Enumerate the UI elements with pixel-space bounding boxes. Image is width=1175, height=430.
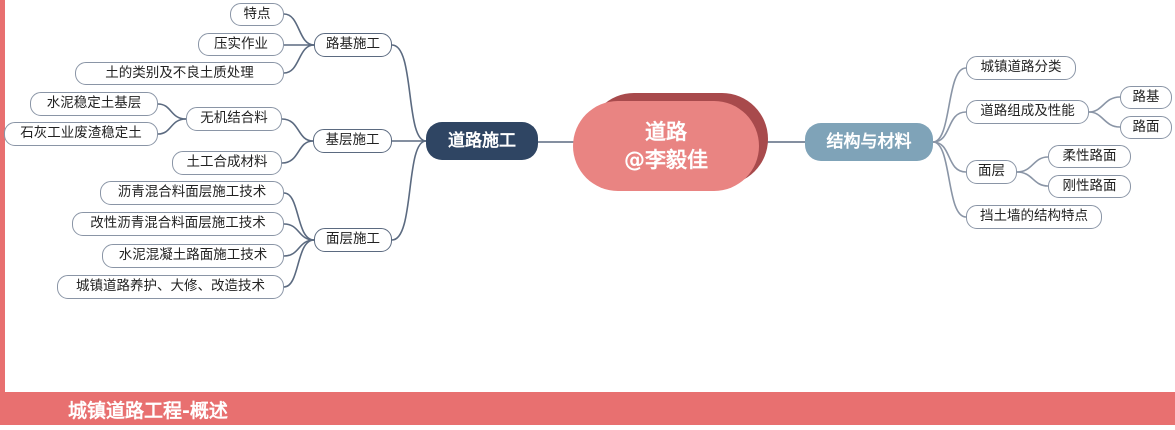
node-inorganic-binder: 无机结合料 xyxy=(186,107,282,131)
node-road-composition: 道路组成及性能 xyxy=(966,100,1089,124)
edge-left-roadbed xyxy=(391,44,427,142)
edge-surface-3 xyxy=(283,239,315,288)
leaf-cement-concrete: 水泥混凝土路面施工技术 xyxy=(102,244,284,268)
node-base: 基层施工 xyxy=(313,129,392,153)
edge-layer-0 xyxy=(1016,156,1049,173)
edge-right-1 xyxy=(932,111,967,143)
leaf-geosynthetics: 土工合成材料 xyxy=(172,151,282,175)
leaf-maintenance: 城镇道路养护、大修、改造技术 xyxy=(57,275,284,299)
footer-title: 城镇道路工程-概述 xyxy=(68,400,228,422)
center-title: 道路 xyxy=(645,120,687,144)
edge-base-0 xyxy=(281,118,314,142)
edge-surface-1 xyxy=(283,223,315,241)
edge-left-surface xyxy=(391,140,427,241)
left-accent-bar xyxy=(0,0,5,425)
node-surface-layer: 面层 xyxy=(966,160,1017,184)
edge-right-0 xyxy=(932,67,967,143)
edge-layer-1 xyxy=(1016,171,1049,187)
edge-right-2 xyxy=(932,141,967,173)
branch-structure-materials: 结构与材料 xyxy=(805,123,933,161)
leaf-flexible-pavement: 柔性路面 xyxy=(1048,145,1131,168)
leaf-soil-types: 土的类别及不良土质处理 xyxy=(75,62,284,85)
edge-right-3 xyxy=(932,141,967,218)
leaf-pavement: 路面 xyxy=(1120,116,1172,139)
branch-road-construction: 道路施工 xyxy=(426,122,538,160)
node-retaining-wall: 挡土墙的结构特点 xyxy=(966,205,1102,229)
leaf-cement-stabilized: 水泥稳定土基层 xyxy=(30,92,158,116)
leaf-modified-asphalt: 改性沥青混合料面层施工技术 xyxy=(72,212,284,236)
leaf-characteristics: 特点 xyxy=(230,3,284,26)
edge-roadbed-2 xyxy=(283,44,315,74)
edge-binder-1 xyxy=(157,118,187,135)
node-surface-construction: 面层施工 xyxy=(314,228,392,252)
center-node: 道路 @李毅佳 xyxy=(573,101,759,191)
node-roadbed: 路基施工 xyxy=(314,33,392,57)
edge-binder-0 xyxy=(157,103,187,120)
leaf-compaction: 压实作业 xyxy=(198,33,284,56)
edge-composition-1 xyxy=(1088,111,1121,128)
center-author: @李毅佳 xyxy=(624,148,708,172)
footer-title-bar: 城镇道路工程-概述 xyxy=(0,392,1175,425)
leaf-lime-slag: 石灰工业废渣稳定土 xyxy=(4,122,158,146)
leaf-asphalt-mix: 沥青混合料面层施工技术 xyxy=(100,181,284,205)
node-road-classification: 城镇道路分类 xyxy=(966,56,1076,80)
edge-composition-0 xyxy=(1088,96,1121,113)
leaf-rigid-pavement: 刚性路面 xyxy=(1048,175,1131,198)
leaf-roadbed: 路基 xyxy=(1120,86,1172,109)
edge-surface-2 xyxy=(283,239,315,257)
edge-base-1 xyxy=(281,140,314,164)
edge-roadbed-0 xyxy=(283,13,315,46)
